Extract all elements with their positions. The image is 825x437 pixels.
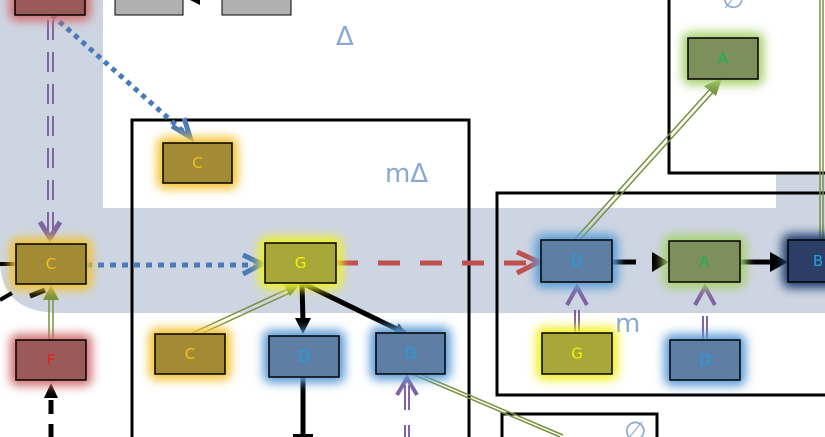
edge-purple-into-d <box>404 385 410 437</box>
node-label: C <box>46 255 56 273</box>
node-label: F <box>47 351 56 369</box>
node-g-m[interactable]: G <box>536 327 618 380</box>
node-box <box>787 239 825 283</box>
node-d-m2[interactable]: D <box>664 334 746 386</box>
node-f-top[interactable] <box>9 0 91 21</box>
edge-b-up-olive <box>819 0 824 240</box>
node-box <box>541 332 613 375</box>
node-d-mid1[interactable]: D <box>263 330 345 383</box>
node-box <box>687 37 759 80</box>
node-grey2[interactable] <box>221 0 292 16</box>
region-m-delta <box>130 118 471 437</box>
band-region <box>0 0 825 313</box>
node-box <box>540 239 613 283</box>
node-b-m[interactable]: B <box>782 234 825 288</box>
node-label: D <box>298 348 310 366</box>
node-label: G <box>295 254 307 272</box>
nodes: C C F G C D D D A B G D A <box>9 0 825 386</box>
node-c-left[interactable]: C <box>10 238 92 290</box>
node-g-mid[interactable]: G <box>259 237 342 289</box>
arrowhead <box>43 285 59 300</box>
edge-g-to-d <box>299 282 306 323</box>
node-box <box>264 242 337 284</box>
node-box <box>268 335 340 378</box>
node-a-top[interactable]: A <box>682 32 764 85</box>
node-d-mid2[interactable]: D <box>370 327 451 380</box>
node-box <box>669 339 741 381</box>
node-a-m[interactable]: A <box>663 235 746 288</box>
label-empty-top: ∅ <box>722 0 745 15</box>
arrowhead <box>395 374 419 397</box>
node-label: D <box>571 252 583 270</box>
arrowhead <box>295 318 311 334</box>
label-empty-bottom: ∅ <box>624 417 647 437</box>
edge-stub <box>0 291 14 302</box>
node-box <box>14 0 86 16</box>
edge-purple-vertical <box>47 20 54 232</box>
edge-g-to-d2 <box>300 280 407 336</box>
node-grey1[interactable] <box>114 0 184 16</box>
node-label: A <box>718 50 729 68</box>
node-label: A <box>699 253 710 271</box>
node-label: C <box>192 154 202 172</box>
label-delta: Δ <box>336 22 354 52</box>
node-f-left[interactable]: F <box>10 334 92 386</box>
node-c-mid[interactable]: C <box>149 328 231 380</box>
node-d-m[interactable]: D <box>535 234 618 288</box>
node-box <box>114 0 184 16</box>
edge-d-to-a-olive <box>573 86 717 243</box>
node-box <box>154 333 226 375</box>
node-label: C <box>185 345 195 363</box>
node-box <box>375 332 446 375</box>
node-label: B <box>813 252 823 270</box>
arrowhead <box>652 252 669 272</box>
node-box <box>162 142 233 184</box>
arrowhead <box>44 383 58 398</box>
arrowhead <box>190 0 200 5</box>
label-m-delta: mΔ <box>385 159 428 189</box>
node-box <box>668 240 741 283</box>
node-box <box>221 0 292 16</box>
node-c-top[interactable]: C <box>157 137 238 189</box>
label-m: m <box>615 309 640 339</box>
node-box <box>15 243 87 285</box>
node-label: G <box>571 345 583 363</box>
region-empty-bottom <box>500 412 659 437</box>
node-box <box>15 339 87 381</box>
region-empty-top <box>667 0 825 175</box>
node-label: D <box>699 351 711 369</box>
arrowhead <box>770 252 788 272</box>
edge-d-to-bottom-olive <box>411 371 564 437</box>
node-label: D <box>405 345 417 363</box>
region-m <box>495 191 825 397</box>
edge-stub <box>29 287 46 299</box>
edge-f-to-c-olive <box>48 298 54 340</box>
